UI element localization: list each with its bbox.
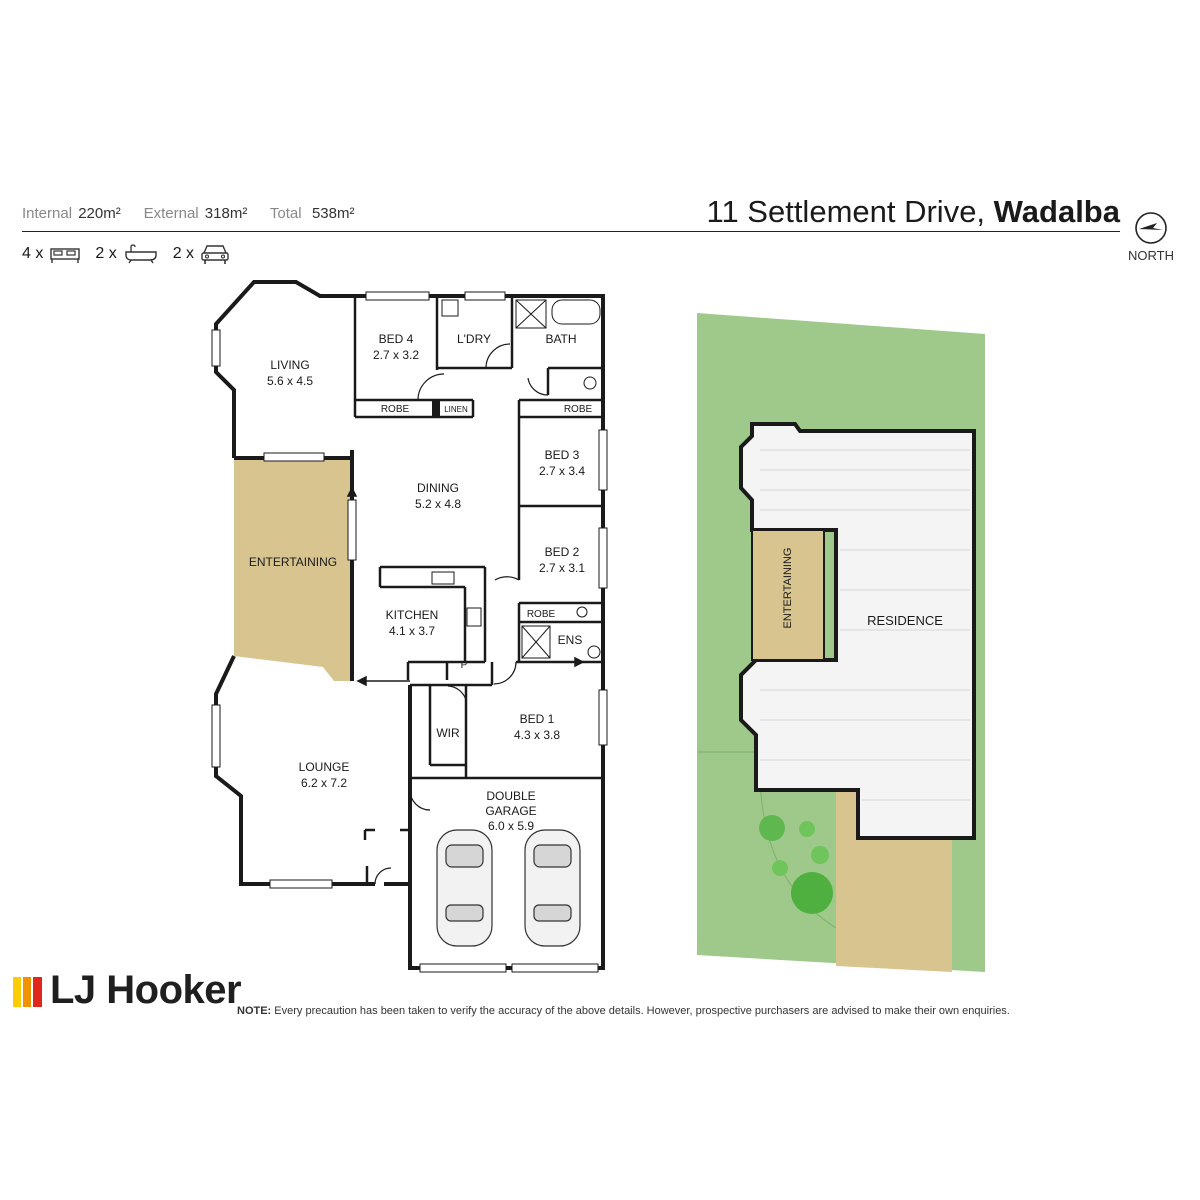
living-name: LIVING: [270, 358, 309, 372]
compass-icon: [1135, 212, 1167, 244]
room-labels: LIVING 5.6 x 4.5 BED 4 2.7 x 3.2 L'DRY B…: [249, 332, 593, 833]
robe4-name: ROBE: [381, 404, 410, 415]
total-label: Total: [269, 205, 302, 222]
house-plan: LIVING 5.6 x 4.5 BED 4 2.7 x 3.2 L'DRY B…: [211, 280, 608, 973]
site-entertaining-area: [751, 529, 825, 661]
living-size: 5.6 x 4.5: [267, 374, 313, 388]
kitchen-sink: [431, 571, 455, 585]
internal-value: 220m²: [78, 205, 121, 222]
external-value: 318m²: [204, 205, 248, 222]
robe-ens-name: ROBE: [527, 609, 556, 620]
lj-hooker-logo-mark: [13, 977, 42, 1007]
bath-count-text: 2 x: [95, 245, 117, 262]
bed3-size: 2.7 x 3.4: [539, 464, 585, 478]
wir-name: WIR: [436, 726, 460, 740]
fixtures: [431, 299, 601, 659]
note-text: Every precaution has been taken to verif…: [274, 1005, 1010, 1017]
car-count-text: 2 x: [172, 245, 195, 262]
pantry-name: P: [461, 660, 468, 671]
toilet: [583, 376, 597, 390]
bed-count: 4 x: [22, 244, 81, 264]
residence-footprint: [739, 422, 976, 840]
bed-icon: [50, 248, 81, 263]
cars: [436, 829, 581, 947]
entry-arrows: [346, 486, 585, 687]
car-left-icon: [436, 829, 493, 947]
header-divider: [22, 231, 1120, 232]
bed1-size: 4.3 x 3.8: [514, 728, 560, 742]
north-label: NORTH: [1128, 248, 1174, 263]
bed3-name: BED 3: [545, 448, 580, 462]
ldry-name: L'DRY: [457, 332, 491, 346]
shrub: [772, 860, 788, 876]
north-indicator: NORTH: [1126, 210, 1176, 270]
ensuite-shower: [521, 625, 551, 659]
linen-name: LINEN: [444, 405, 468, 414]
bath-count: 2 x: [95, 244, 158, 264]
driveway: [836, 790, 952, 972]
garage-name: DOUBLE: [486, 789, 535, 803]
bath-icon: [124, 244, 157, 264]
note-label: NOTE:: [237, 1005, 272, 1017]
windows: [211, 291, 608, 973]
total-value: 538m²: [311, 205, 355, 222]
car-icon: [201, 245, 229, 264]
robe3-name: ROBE: [564, 404, 593, 415]
site-residence-label: RESIDENCE: [867, 613, 943, 628]
doors: [374, 343, 549, 885]
car-count: 2 x: [173, 243, 230, 265]
car-right-icon: [524, 829, 581, 947]
garage-name-2: GARAGE: [485, 804, 536, 818]
garage-size: 6.0 x 5.9: [488, 819, 534, 833]
ensuite-toilet: [587, 645, 601, 659]
bed2-size: 2.7 x 3.1: [539, 561, 585, 575]
shrub: [759, 815, 785, 841]
dining-name: DINING: [417, 481, 459, 495]
lounge-size: 6.2 x 7.2: [301, 776, 347, 790]
dining-size: 5.2 x 4.8: [415, 497, 461, 511]
tree: [791, 872, 833, 914]
bed2-name: BED 2: [545, 545, 580, 559]
ens-name: ENS: [558, 633, 583, 647]
entertaining-area: [234, 458, 352, 681]
lounge-name: LOUNGE: [299, 760, 350, 774]
lj-hooker-logo: LJ Hooker: [50, 968, 242, 1012]
disclaimer-note: NOTE: Every precaution has been taken to…: [237, 1005, 1010, 1017]
bed4-size: 2.7 x 3.2: [373, 348, 419, 362]
kitchen-name: KITCHEN: [386, 608, 439, 622]
shower-bath: [515, 299, 547, 329]
shrub: [799, 821, 815, 837]
external-label: External: [143, 205, 199, 222]
ensuite-basin: [576, 606, 588, 618]
linen-cupboard-fill: [432, 400, 440, 417]
bed-count-text: 4 x: [22, 245, 44, 262]
feature-counts: 4 x 2 x 2 x: [22, 243, 244, 265]
bed4-name: BED 4: [379, 332, 414, 346]
kitchen-size: 4.1 x 3.7: [389, 624, 435, 638]
bathtub: [551, 299, 601, 325]
bath-name: BATH: [545, 332, 576, 346]
residence-brick-pattern: [760, 449, 970, 801]
laundry-tub: [441, 299, 459, 317]
shrub: [811, 846, 829, 864]
site-plan: ENTERTAINING RESIDENCE: [697, 313, 985, 972]
cooktop: [466, 607, 482, 627]
area-summary: Internal 220m² External 318m² Total 538m…: [22, 205, 356, 222]
address-street: 11 Settlement Drive,: [706, 194, 986, 229]
internal-label: Internal: [22, 205, 73, 222]
bed1-name: BED 1: [520, 712, 555, 726]
property-address: 11 Settlement Drive, Wadalba: [707, 194, 1121, 230]
interior-walls: [353, 296, 603, 884]
site-entertaining-label: ENTERTAINING: [782, 548, 794, 629]
address-suburb: Wadalba: [993, 194, 1120, 229]
entertaining-name: ENTERTAINING: [249, 555, 337, 569]
shrubs: [759, 815, 833, 914]
